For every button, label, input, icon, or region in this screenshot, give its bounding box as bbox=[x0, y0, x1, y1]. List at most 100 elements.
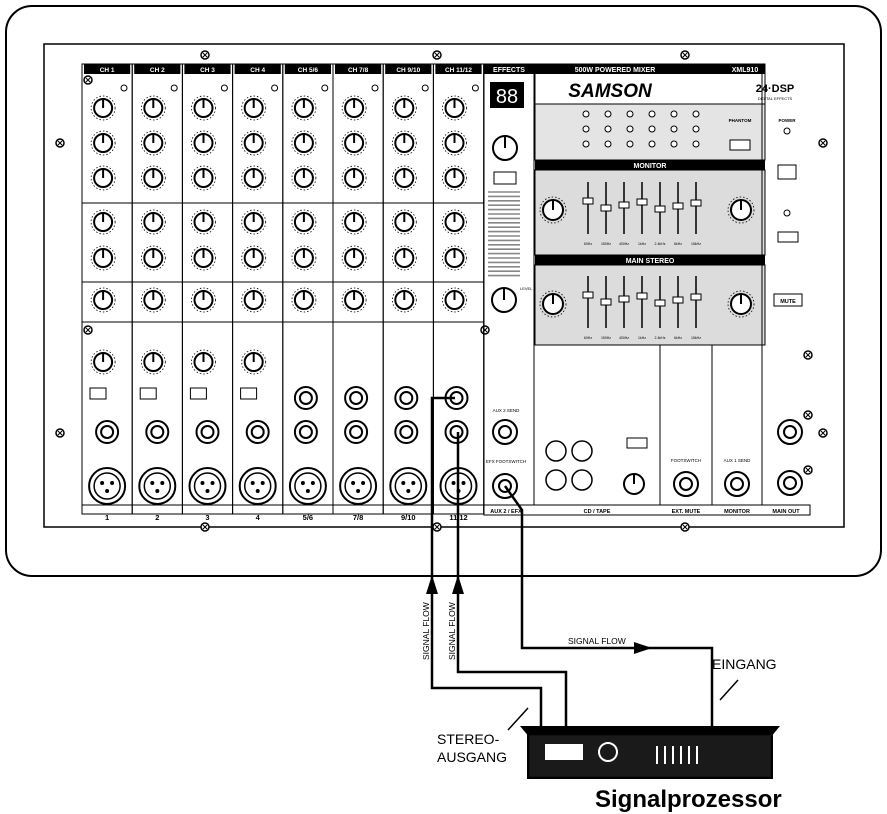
line-in-jack[interactable] bbox=[95, 420, 120, 444]
processor-knob[interactable] bbox=[598, 742, 618, 762]
line-in-r-jack[interactable] bbox=[394, 420, 419, 444]
eq-low-knob[interactable] bbox=[341, 165, 367, 191]
tape-in-l[interactable] bbox=[545, 440, 567, 462]
aux2-knob[interactable] bbox=[140, 245, 166, 271]
eq-low-knob[interactable] bbox=[90, 165, 116, 191]
fader-cap[interactable] bbox=[636, 198, 648, 206]
aux1-knob[interactable] bbox=[291, 209, 317, 235]
aux1-knob[interactable] bbox=[191, 209, 216, 235]
line-in-jack[interactable] bbox=[245, 420, 270, 444]
tape-to-main-switch[interactable] bbox=[626, 437, 648, 449]
fader-cap[interactable] bbox=[672, 296, 684, 304]
aux1-knob[interactable] bbox=[241, 209, 267, 235]
eq-high-knob[interactable] bbox=[442, 130, 467, 156]
line-in-r-jack[interactable] bbox=[444, 420, 469, 444]
eq-high-knob[interactable] bbox=[241, 130, 267, 156]
pan-knob[interactable] bbox=[140, 287, 166, 313]
fader-cap[interactable] bbox=[654, 299, 666, 307]
eq-high-knob[interactable] bbox=[391, 130, 417, 156]
mic-xlr-input[interactable] bbox=[238, 467, 277, 505]
line-in-r-jack[interactable] bbox=[344, 420, 369, 444]
fader-cap[interactable] bbox=[582, 197, 594, 205]
aux2-knob[interactable] bbox=[442, 245, 467, 271]
fader-cap[interactable] bbox=[600, 204, 612, 212]
eq-input-knob[interactable] bbox=[539, 196, 567, 224]
mute-button[interactable] bbox=[773, 293, 803, 307]
gain-knob[interactable] bbox=[291, 95, 317, 121]
pan-knob[interactable] bbox=[241, 287, 267, 313]
knob-scale bbox=[341, 95, 367, 121]
gain-knob[interactable] bbox=[241, 95, 267, 121]
eq-high-knob[interactable] bbox=[191, 130, 216, 156]
mic-xlr-input[interactable] bbox=[138, 467, 177, 505]
mic-xlr-input[interactable] bbox=[288, 467, 327, 505]
tape-in-r[interactable] bbox=[545, 469, 567, 491]
tape-out-r[interactable] bbox=[571, 469, 593, 491]
eq-low-knob[interactable] bbox=[191, 165, 216, 191]
eq-low-knob[interactable] bbox=[241, 165, 267, 191]
line-in-jack[interactable] bbox=[145, 420, 170, 444]
monitor-mode-switch[interactable] bbox=[777, 164, 797, 180]
mic-xlr-input[interactable] bbox=[339, 467, 378, 505]
eq-low-knob[interactable] bbox=[291, 165, 317, 191]
aux2-knob[interactable] bbox=[191, 245, 216, 271]
aux2-knob[interactable] bbox=[391, 245, 417, 271]
gain-knob[interactable] bbox=[191, 95, 216, 121]
gain-knob[interactable] bbox=[341, 95, 367, 121]
eq-input-knob[interactable] bbox=[539, 290, 567, 318]
fader-cap[interactable] bbox=[618, 295, 630, 303]
fader-cap[interactable] bbox=[672, 202, 684, 210]
fader-cap[interactable] bbox=[636, 292, 648, 300]
fader-cap[interactable] bbox=[618, 201, 630, 209]
eq-high-knob[interactable] bbox=[90, 130, 116, 156]
eq-high-knob[interactable] bbox=[140, 130, 166, 156]
fader-cap[interactable] bbox=[690, 199, 702, 207]
eq-high-knob[interactable] bbox=[341, 130, 367, 156]
phantom-switch[interactable] bbox=[729, 139, 751, 151]
gain-knob[interactable] bbox=[442, 95, 467, 121]
tape-out-l[interactable] bbox=[571, 440, 593, 462]
fader-cap[interactable] bbox=[582, 291, 594, 299]
line-in-l-jack[interactable] bbox=[394, 386, 419, 410]
aux2-knob[interactable] bbox=[341, 245, 367, 271]
line-in-r-jack[interactable] bbox=[293, 420, 318, 444]
line-in-l-jack[interactable] bbox=[293, 386, 318, 410]
eq-master-knob[interactable] bbox=[727, 290, 755, 318]
aux1-knob[interactable] bbox=[391, 209, 417, 235]
line-in-l-jack[interactable] bbox=[444, 386, 469, 410]
aux1-knob[interactable] bbox=[341, 209, 367, 235]
mic-xlr-input[interactable] bbox=[188, 467, 227, 505]
aux1-knob[interactable] bbox=[442, 209, 467, 235]
fader-cap[interactable] bbox=[654, 205, 666, 213]
eq-low-knob[interactable] bbox=[140, 165, 166, 191]
comp-knob[interactable] bbox=[140, 349, 166, 375]
aux2-knob[interactable] bbox=[90, 245, 116, 271]
line-in-l-jack[interactable] bbox=[344, 386, 369, 410]
aux2-knob[interactable] bbox=[241, 245, 267, 271]
comp-knob[interactable] bbox=[241, 349, 267, 375]
pan-knob[interactable] bbox=[291, 287, 317, 313]
aux2-knob[interactable] bbox=[291, 245, 317, 271]
low-cut-switch[interactable] bbox=[777, 231, 799, 243]
fader-cap[interactable] bbox=[600, 298, 612, 306]
aux1-knob[interactable] bbox=[90, 209, 116, 235]
pan-knob[interactable] bbox=[442, 287, 467, 313]
gain-knob[interactable] bbox=[391, 95, 417, 121]
comp-knob[interactable] bbox=[191, 349, 216, 375]
gain-knob[interactable] bbox=[90, 95, 116, 121]
gain-knob[interactable] bbox=[140, 95, 166, 121]
mic-xlr-input[interactable] bbox=[389, 467, 428, 505]
pan-knob[interactable] bbox=[341, 287, 367, 313]
fader-cap[interactable] bbox=[690, 293, 702, 301]
mic-xlr-input[interactable] bbox=[88, 467, 127, 505]
eq-high-knob[interactable] bbox=[291, 130, 317, 156]
pan-knob[interactable] bbox=[391, 287, 417, 313]
eq-master-knob[interactable] bbox=[727, 196, 755, 224]
aux1-knob[interactable] bbox=[140, 209, 166, 235]
comp-knob[interactable] bbox=[90, 349, 116, 375]
eq-low-knob[interactable] bbox=[391, 165, 417, 191]
eq-low-knob[interactable] bbox=[442, 165, 467, 191]
pan-knob[interactable] bbox=[90, 287, 116, 313]
line-in-jack[interactable] bbox=[195, 420, 220, 444]
pan-knob[interactable] bbox=[191, 287, 216, 313]
